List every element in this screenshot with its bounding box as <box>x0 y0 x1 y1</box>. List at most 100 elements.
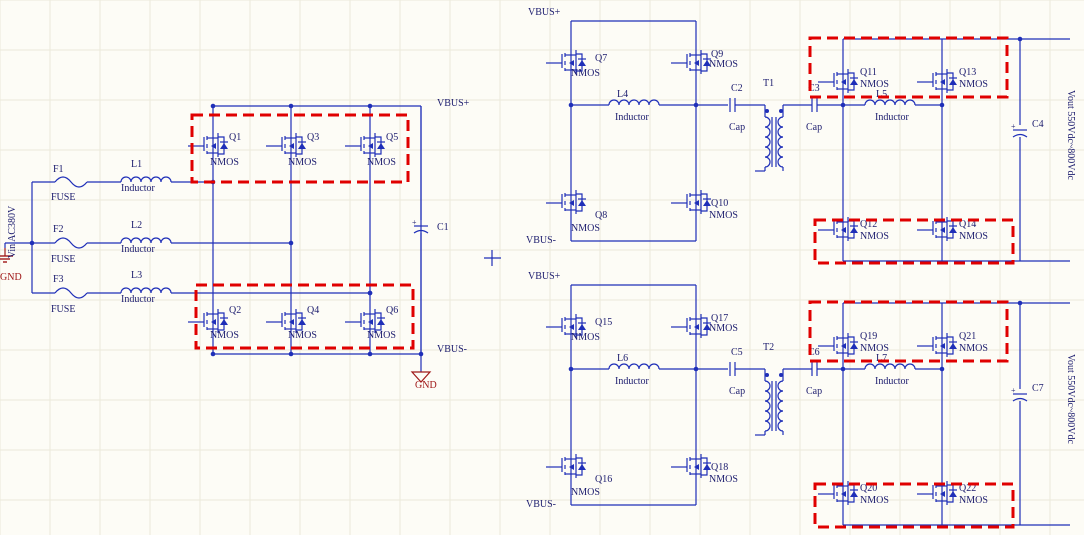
arrow <box>569 464 574 470</box>
nmos-q2 <box>188 309 228 333</box>
switch-type: NMOS <box>959 495 988 506</box>
inductor-l4 <box>608 99 660 106</box>
coil <box>120 176 172 183</box>
switch-designator: Q17 <box>711 313 728 324</box>
diode-leads <box>576 317 583 336</box>
plate-curved <box>1012 397 1028 402</box>
arrow <box>841 227 846 233</box>
nmos-q5 <box>345 133 385 157</box>
highlight-boxes <box>190 36 1015 529</box>
cap-type: Cap <box>729 122 745 133</box>
dot-mark <box>779 109 783 113</box>
nmos-q19 <box>818 333 858 357</box>
arrow <box>841 491 846 497</box>
primary-coil <box>764 116 771 168</box>
switch-type: NMOS <box>709 59 738 70</box>
transformer-designator: T1 <box>763 78 774 89</box>
junction-dot <box>210 103 216 109</box>
cap-c1 <box>413 225 429 234</box>
switch-type: NMOS <box>571 223 600 234</box>
switch-type: NMOS <box>571 332 600 343</box>
arrow <box>940 79 945 85</box>
switch-designator: Q20 <box>860 483 877 494</box>
switch-designator: Q9 <box>711 49 723 60</box>
dot-mark <box>779 373 783 377</box>
diode-leads <box>218 136 225 155</box>
cap-designator: C5 <box>731 347 743 358</box>
inductor-l3 <box>120 287 172 294</box>
inductor-designator: L2 <box>131 220 142 231</box>
junction-dot <box>568 102 574 108</box>
inductor-designator: L5 <box>876 89 887 100</box>
switch-type: NMOS <box>709 210 738 221</box>
switch-type: NMOS <box>210 330 239 341</box>
cap-designator: C2 <box>731 83 743 94</box>
arrow <box>569 200 574 206</box>
dot-mark <box>765 373 769 377</box>
diode-leads <box>947 72 954 91</box>
switch-designator: Q2 <box>229 305 241 316</box>
junction-dot <box>367 290 373 296</box>
junction-dot <box>939 102 945 108</box>
transformer-t2 <box>764 373 784 432</box>
secondary-coil <box>777 116 784 168</box>
switch-designator: Q15 <box>595 317 612 328</box>
inductor-type: Inductor <box>121 183 156 194</box>
fuse-body <box>54 176 88 188</box>
switch-type: NMOS <box>860 343 889 354</box>
diode-leads <box>701 457 708 476</box>
junction-dot <box>840 366 846 372</box>
cap-designator: C1 <box>437 222 449 233</box>
primary-coil <box>764 380 771 432</box>
diode-leads <box>701 317 708 336</box>
switch-designator: Q11 <box>860 67 877 78</box>
cap-c3 <box>811 98 818 112</box>
switch-designator: Q3 <box>307 132 319 143</box>
cap-c5 <box>729 362 736 376</box>
switch-designator: Q1 <box>229 132 241 143</box>
coil <box>864 99 916 106</box>
inductor-type: Inductor <box>121 294 156 305</box>
inductor-designator: L6 <box>617 353 628 364</box>
diode-leads <box>576 53 583 72</box>
cap-c7 <box>1012 393 1028 402</box>
switch-type: NMOS <box>571 68 600 79</box>
nmos-q11 <box>818 69 858 93</box>
fuse-body <box>54 287 88 299</box>
cap-designator: C7 <box>1032 383 1044 394</box>
junction-dot <box>840 102 846 108</box>
nmos-q15 <box>546 314 586 338</box>
junction-dot <box>288 103 294 109</box>
switch-type: NMOS <box>288 157 317 168</box>
junction-dot <box>568 366 574 372</box>
arrow <box>940 491 945 497</box>
fuse-type: FUSE <box>51 254 75 265</box>
switch-type: NMOS <box>709 474 738 485</box>
switch-type: NMOS <box>709 323 738 334</box>
junction-dot <box>288 240 294 246</box>
arrow <box>694 60 699 66</box>
cap-c2 <box>729 98 736 112</box>
inductor-designator: L1 <box>131 159 142 170</box>
switch-type: NMOS <box>288 330 317 341</box>
switch-designator: Q7 <box>595 53 607 64</box>
switch-type: NMOS <box>959 343 988 354</box>
arrow <box>694 324 699 330</box>
vout-label: Vout 550Vdc~800Vdc <box>1065 90 1076 181</box>
dot-mark <box>765 109 769 113</box>
inductor-type: Inductor <box>875 376 910 387</box>
highlight-secondary-lower <box>813 218 1015 265</box>
diode-leads <box>701 53 708 72</box>
polarity-mark: + <box>1011 122 1016 131</box>
arrow <box>289 143 294 149</box>
arrow <box>211 143 216 149</box>
switch-type: NMOS <box>860 495 889 506</box>
switch-type: NMOS <box>860 231 889 242</box>
gnd-icon-bus <box>410 371 432 383</box>
cap-type: Cap <box>729 386 745 397</box>
inductor-l6 <box>608 363 660 370</box>
arrow <box>569 324 574 330</box>
